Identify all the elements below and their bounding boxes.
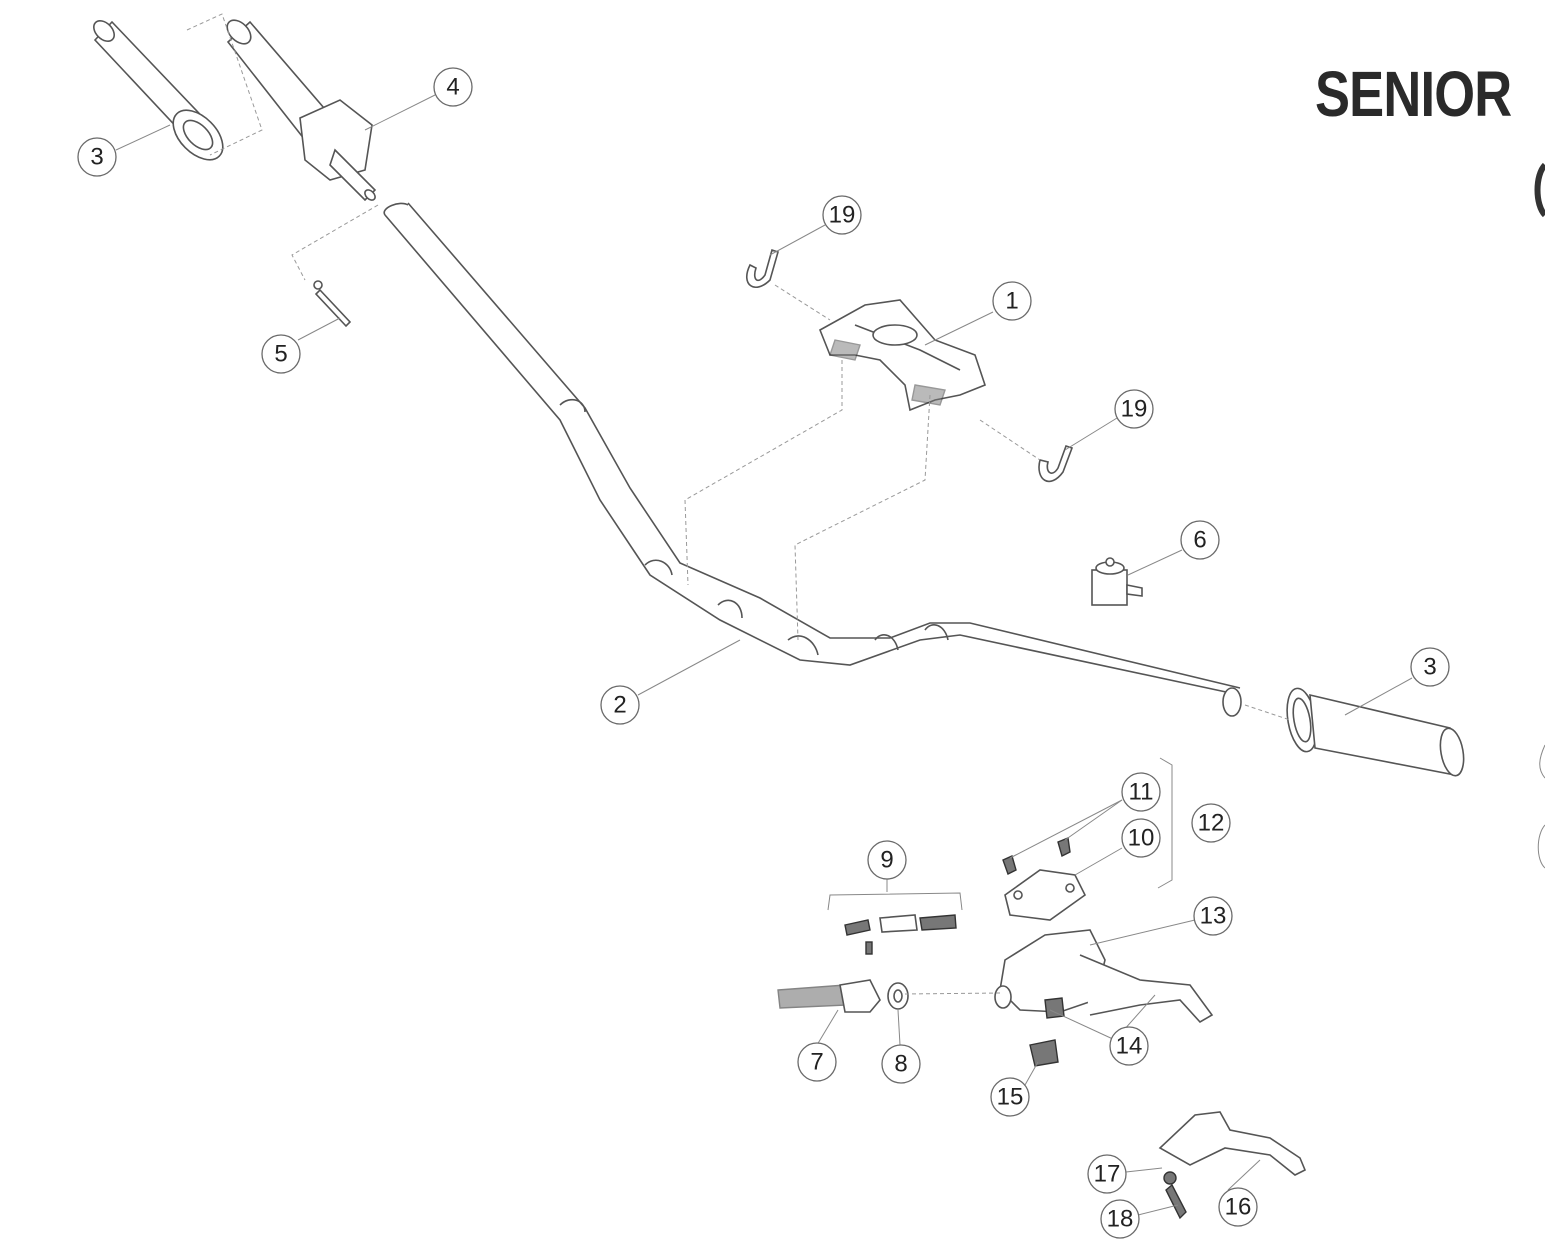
svg-text:2: 2: [613, 692, 626, 719]
callout-3-left: 3: [77, 137, 117, 177]
callout-19-bottom: 19: [1114, 389, 1154, 429]
callout-8: 8: [881, 1044, 921, 1084]
callout-17: 17: [1087, 1154, 1127, 1194]
cropped-edge-line-2: [1537, 824, 1545, 869]
leader-lines: [115, 94, 1413, 1216]
svg-text:1: 1: [1005, 288, 1018, 315]
callout-10: 10: [1121, 818, 1161, 858]
reservoir-screws: [1002, 837, 1071, 875]
svg-text:16: 16: [1225, 1194, 1252, 1221]
adjuster-kit-bracket: [827, 892, 963, 911]
callout-7: 7: [797, 1042, 837, 1082]
washer: [887, 982, 909, 1010]
svg-text:10: 10: [1128, 825, 1155, 852]
cropped-edge-glyph: [1534, 162, 1545, 218]
spare-lever: [1158, 1111, 1307, 1176]
svg-text:14: 14: [1116, 1033, 1143, 1060]
pin: [313, 280, 352, 328]
cable-tie-top: [746, 248, 779, 288]
lever-pivot-bolt: [1163, 1171, 1187, 1220]
assembly-lines: [186, 13, 1291, 995]
svg-text:13: 13: [1200, 903, 1227, 930]
svg-text:7: 7: [810, 1049, 823, 1076]
handlebar-tube: [383, 202, 1242, 717]
callout-5: 5: [261, 334, 301, 374]
callout-2: 2: [600, 685, 640, 725]
callout-18: 18: [1100, 1199, 1140, 1239]
brand-title: SENIOR: [1315, 58, 1512, 130]
master-cylinder: [994, 929, 1214, 1024]
callout-3-right: 3: [1410, 647, 1450, 687]
svg-text:4: 4: [446, 74, 459, 101]
adjuster-kit: [844, 914, 957, 955]
reservoir-bracket: [1157, 757, 1173, 889]
svg-text:3: 3: [90, 144, 103, 171]
svg-text:6: 6: [1193, 527, 1206, 554]
callout-12: 12: [1191, 803, 1231, 843]
svg-text:19: 19: [829, 202, 856, 229]
bar-end-weight: [777, 979, 881, 1013]
callout-4: 4: [433, 67, 473, 107]
callout-1: 1: [992, 281, 1032, 321]
svg-text:19: 19: [1121, 396, 1148, 423]
kill-switch: [1091, 557, 1143, 606]
svg-text:3: 3: [1423, 654, 1436, 681]
callout-9: 9: [867, 840, 907, 880]
svg-text:15: 15: [997, 1084, 1024, 1111]
svg-text:9: 9: [880, 847, 893, 874]
svg-text:17: 17: [1094, 1161, 1121, 1188]
handlebar-clamp: [818, 299, 986, 412]
svg-text:11: 11: [1129, 779, 1154, 806]
callout-13: 13: [1193, 896, 1233, 936]
callout-19-top: 19: [822, 195, 862, 235]
left-grip: [93, 20, 224, 161]
cable-tie-bottom: [1038, 444, 1074, 483]
svg-text:12: 12: [1198, 810, 1225, 837]
callout-15: 15: [990, 1077, 1030, 1117]
cropped-edge-line-1: [1539, 744, 1545, 779]
right-grip: [1286, 687, 1465, 777]
svg-text:8: 8: [894, 1051, 907, 1078]
callout-11: 11: [1121, 772, 1161, 812]
callout-6: 6: [1180, 520, 1220, 560]
svg-text:18: 18: [1107, 1206, 1134, 1233]
callout-14: 14: [1109, 1026, 1149, 1066]
dust-cover: [1029, 1039, 1059, 1067]
callout-16: 16: [1218, 1187, 1258, 1227]
svg-text:5: 5: [274, 341, 287, 368]
reservoir-cap: [1004, 869, 1087, 921]
throttle-grip: [226, 19, 377, 202]
